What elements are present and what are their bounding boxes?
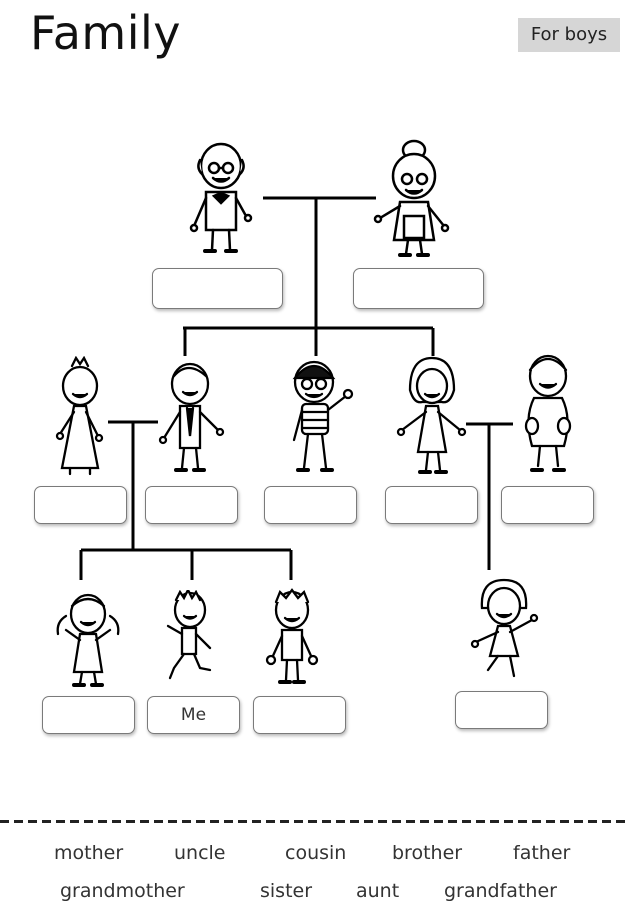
answer-box-me[interactable]: Me [147, 696, 240, 734]
word-bank-item: cousin [285, 842, 347, 864]
word-bank-item: grandmother [60, 880, 185, 902]
grandfather-figure-icon [189, 142, 253, 253]
answer-box-grandmother[interactable] [353, 268, 484, 309]
answer-box-father[interactable] [501, 486, 594, 524]
answer-box-grandfather[interactable] [152, 268, 283, 309]
mother-figure-icon [396, 356, 467, 474]
answer-box-middle-child[interactable] [264, 486, 357, 524]
answer-box-aunt[interactable] [34, 486, 127, 524]
word-bank-item: aunt [356, 880, 400, 902]
aunt-figure-icon [55, 356, 104, 476]
girl-pigtails-figure-icon [56, 593, 120, 687]
word-bank-item: mother [54, 842, 124, 864]
cut-line-divider [0, 820, 628, 823]
boy-running-figure-icon [166, 590, 212, 680]
answer-box-cousin-girl[interactable] [42, 696, 135, 734]
boy-glasses-figure-icon [292, 360, 354, 472]
man-figure-icon [158, 362, 225, 472]
father-figure-icon [524, 354, 572, 472]
grandmother-figure-icon [373, 139, 450, 257]
answer-box-cousin-boy[interactable] [253, 696, 346, 734]
boy-spiky-figure-icon [265, 588, 319, 684]
answer-box-uncle-by-marriage[interactable] [145, 486, 238, 524]
word-bank-item: sister [260, 880, 313, 902]
answer-box-sister[interactable] [455, 691, 548, 729]
answer-box-mother[interactable] [385, 486, 478, 524]
word-bank-item: grandfather [444, 880, 557, 902]
word-bank-item: father [513, 842, 571, 864]
audience-badge: For boys [518, 18, 620, 52]
page-title: Family [30, 6, 182, 60]
word-bank-item: brother [392, 842, 463, 864]
word-bank-item: uncle [174, 842, 226, 864]
girl-jumping-figure-icon [470, 578, 539, 678]
